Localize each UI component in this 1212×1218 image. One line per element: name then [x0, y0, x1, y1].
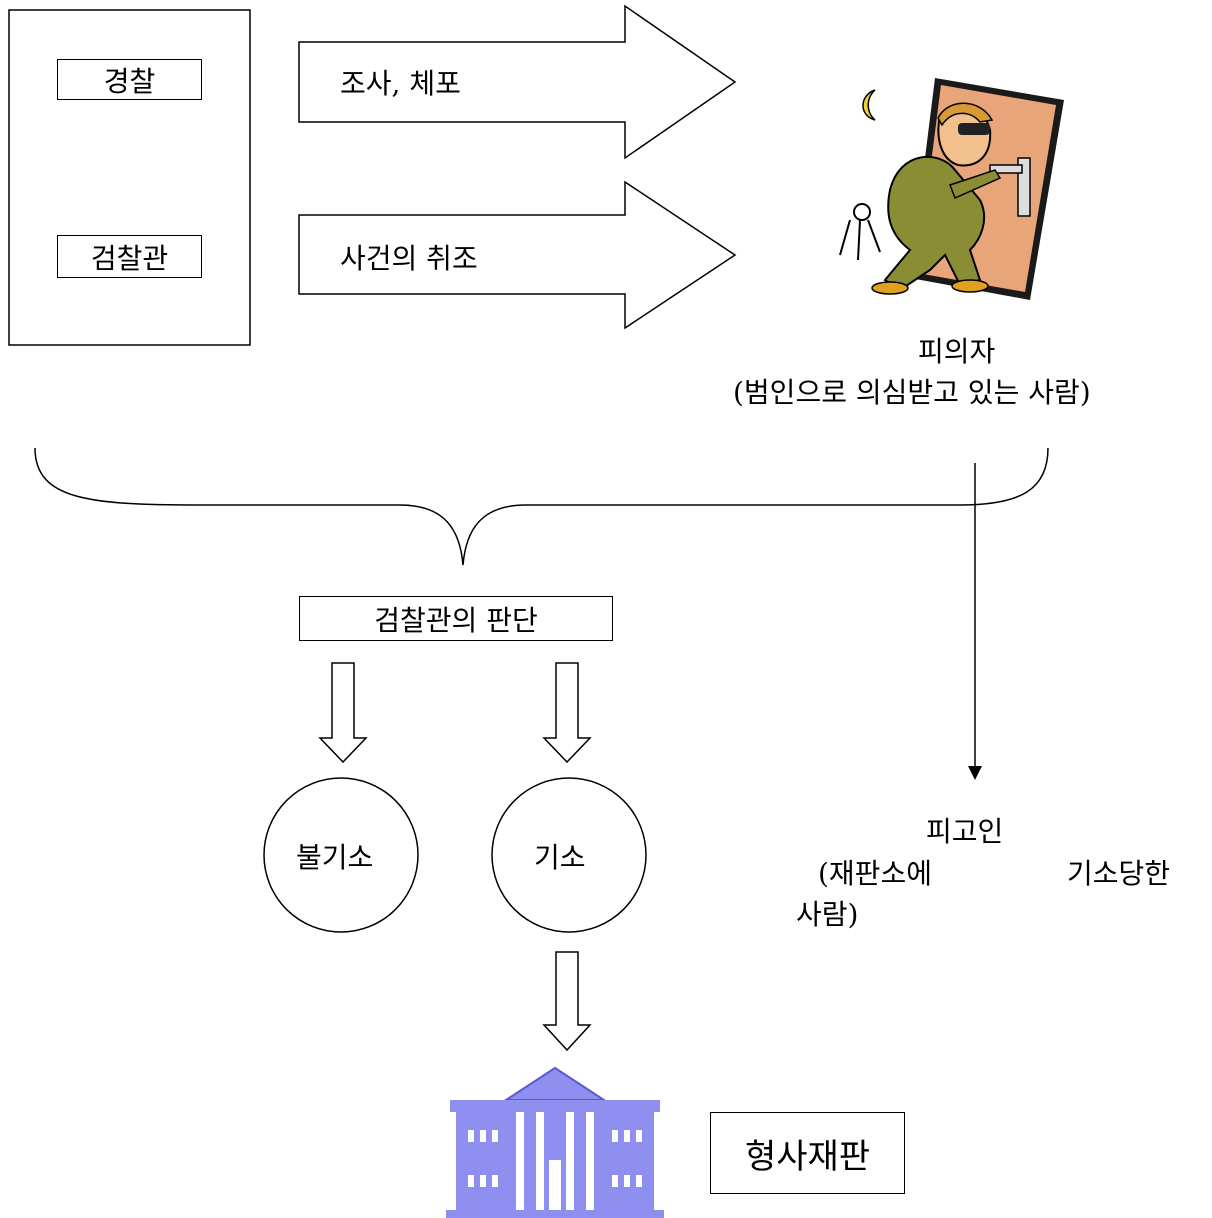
non-indictment-circle [263, 777, 419, 933]
interrogation-arrow [298, 180, 737, 330]
defendant-title: 피고인 [926, 815, 1004, 848]
case-interrogation-text: 사건의 취조 [340, 242, 478, 275]
indictment-text: 기소 [534, 841, 586, 874]
police-label: 경찰 [57, 59, 202, 100]
suspect-title: 피의자 [918, 335, 996, 368]
brace [34, 447, 1049, 566]
suspect-to-defendant-arrowhead [968, 766, 982, 780]
decision-label: 검찰관의 판단 [299, 596, 613, 641]
defendant-description-1: (재판소에 [818, 857, 932, 890]
non-indictment-arrow [318, 662, 368, 764]
indictment-arrow [542, 662, 592, 764]
prosecutor-label: 검찰관 [57, 235, 202, 278]
suspect-description: (범인으로 의심받고 있는 사람) [733, 376, 1091, 409]
trial-arrow [542, 951, 592, 1052]
courthouse-icon [446, 1066, 664, 1218]
non-indictment-text: 불기소 [296, 841, 374, 874]
burglar-at-door-icon [839, 78, 1064, 300]
investigate-arrow [298, 4, 737, 160]
defendant-description-2: 기소당한 [1067, 857, 1171, 890]
trial-label: 형사재판 [710, 1112, 905, 1194]
indictment-circle [491, 777, 647, 933]
defendant-description-3: 사람) [796, 898, 859, 931]
investigate-arrest-text: 조사, 체포 [340, 67, 461, 100]
